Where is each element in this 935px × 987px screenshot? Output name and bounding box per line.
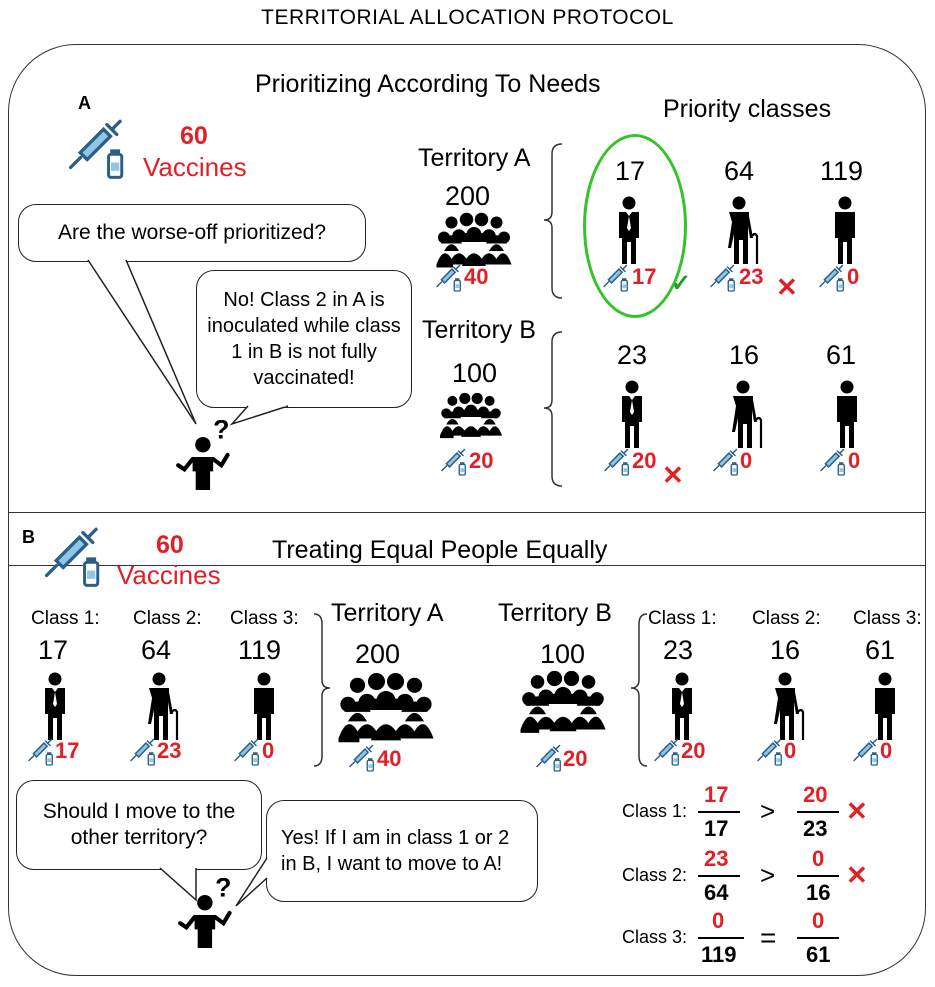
- panel-a-letter: A: [78, 93, 91, 113]
- territory-a-label: Territory A: [418, 144, 531, 172]
- class-vaccines: 23: [157, 738, 182, 763]
- class-count: 17: [615, 156, 646, 186]
- class-count: 17: [38, 635, 69, 665]
- class-vaccines: 17: [632, 264, 657, 289]
- cross-icon: ✕: [776, 272, 798, 302]
- panel-a-heading: Prioritizing According To Needs: [255, 70, 601, 98]
- question-text: Are the worse-off prioritized?: [57, 221, 327, 244]
- highlight-ellipse: [583, 134, 687, 318]
- comparison-label: Class 1:: [622, 801, 688, 821]
- answer-bubble: Yes! If I am in class 1 or 2 in B, I wan…: [266, 800, 538, 902]
- class-count: 64: [724, 156, 755, 186]
- class-count: 119: [238, 635, 282, 665]
- class-vaccines: 0: [262, 738, 275, 763]
- answer-bubble: No! Class 2 in A is inoculated while cla…: [196, 270, 412, 408]
- class-count: 61: [826, 340, 857, 370]
- class-count: 23: [663, 635, 694, 665]
- fraction-bar: [698, 811, 740, 813]
- territory-a-label: Territory A: [331, 599, 444, 627]
- class-label: Class 1:: [648, 608, 717, 629]
- panel-b-heading: Treating Equal People Equally: [272, 536, 608, 564]
- bubble-tails: [87, 259, 289, 426]
- answer-text: Yes! If I am in class 1 or 2 in B, I wan…: [281, 827, 510, 875]
- answer-text: No! Class 2 in A is inoculated while cla…: [207, 289, 401, 389]
- territory-a-allocated: 40: [464, 264, 489, 289]
- class-count: 61: [865, 635, 896, 665]
- class-vaccines: 20: [632, 448, 657, 473]
- class-label: Class 2:: [133, 608, 202, 629]
- fraction-bar: [797, 811, 839, 813]
- territory-b-allocated: 20: [469, 448, 494, 473]
- fraction-bar: [797, 937, 839, 939]
- fraction-numerator: 0: [712, 908, 725, 933]
- class-vaccines: 0: [880, 738, 893, 763]
- fraction-denominator: 23: [803, 816, 828, 841]
- panel-a-frame: [8, 44, 926, 566]
- class-vaccines: 0: [847, 264, 860, 289]
- class-label: Class 2:: [752, 608, 821, 629]
- cross-icon: ✕: [846, 860, 868, 890]
- class-count: 16: [729, 340, 760, 370]
- fraction-numerator: 17: [704, 782, 729, 807]
- check-icon: ✓: [671, 270, 692, 297]
- class-vaccines: 20: [681, 738, 706, 763]
- class-count: 64: [141, 635, 172, 665]
- vaccines-label: Vaccines: [117, 560, 221, 590]
- class-count: 119: [820, 156, 864, 186]
- question-text: Should I move to the other territory?: [42, 800, 236, 849]
- comparison-label: Class 3:: [622, 927, 688, 947]
- class-count: 16: [770, 635, 801, 665]
- class-vaccines: 0: [784, 738, 797, 763]
- comparison-operator: =: [760, 922, 777, 953]
- cross-icon: ✕: [662, 460, 684, 490]
- vaccines-count: 60: [180, 122, 208, 150]
- fraction-denominator: 64: [704, 880, 729, 905]
- cross-icon: ✕: [846, 796, 868, 826]
- vaccines-count: 60: [156, 531, 184, 559]
- fraction-bar: [797, 875, 839, 877]
- panel-b-letter: B: [22, 527, 35, 547]
- comparison-operator: >: [760, 860, 776, 890]
- fraction-bar: [698, 937, 744, 939]
- territory-b-population: 100: [452, 358, 498, 388]
- territory-a-population: 200: [355, 639, 401, 669]
- fraction-bar: [698, 875, 740, 877]
- territory-a-population: 200: [445, 181, 491, 211]
- priority-classes-heading: Priority classes: [663, 95, 832, 123]
- fraction-numerator: 0: [812, 908, 825, 933]
- territory-b-population: 100: [540, 639, 586, 669]
- question-bubble: Are the worse-off prioritized?: [18, 204, 366, 262]
- class-vaccines: 0: [848, 448, 861, 473]
- fraction-numerator: 0: [812, 846, 825, 871]
- fraction-denominator: 16: [806, 880, 831, 905]
- vaccines-label: Vaccines: [143, 152, 247, 182]
- fraction-numerator: 20: [803, 782, 828, 807]
- brace-icon: [543, 143, 563, 299]
- brace-icon: [630, 613, 648, 767]
- class-label: Class 3:: [230, 608, 299, 629]
- territory-b-allocated: 20: [563, 746, 588, 771]
- fraction-denominator: 17: [704, 816, 729, 841]
- panel-b-frame: [8, 512, 926, 976]
- brace-icon: [313, 613, 331, 767]
- class-vaccines: 23: [739, 264, 764, 289]
- class-count: 23: [617, 340, 648, 370]
- comparison-operator: >: [760, 796, 776, 826]
- fraction-denominator: 61: [806, 942, 831, 967]
- question-bubble: Should I move to the other territory?: [16, 780, 262, 870]
- fraction-numerator: 23: [704, 846, 729, 871]
- territory-b-label: Territory B: [498, 599, 612, 627]
- class-label: Class 3:: [853, 608, 922, 629]
- comparison-label: Class 2:: [622, 865, 688, 885]
- class-vaccines: 17: [55, 738, 80, 763]
- class-label: Class 1:: [31, 608, 100, 629]
- territory-b-label: Territory B: [422, 316, 536, 344]
- thinking-person-icon: [178, 878, 240, 950]
- figure-title: TERRITORIAL ALLOCATION PROTOCOL: [261, 6, 674, 29]
- brace-icon: [543, 331, 563, 487]
- fraction-denominator: 119: [701, 942, 737, 967]
- class-vaccines: 0: [740, 448, 753, 473]
- territory-a-allocated: 40: [377, 746, 402, 771]
